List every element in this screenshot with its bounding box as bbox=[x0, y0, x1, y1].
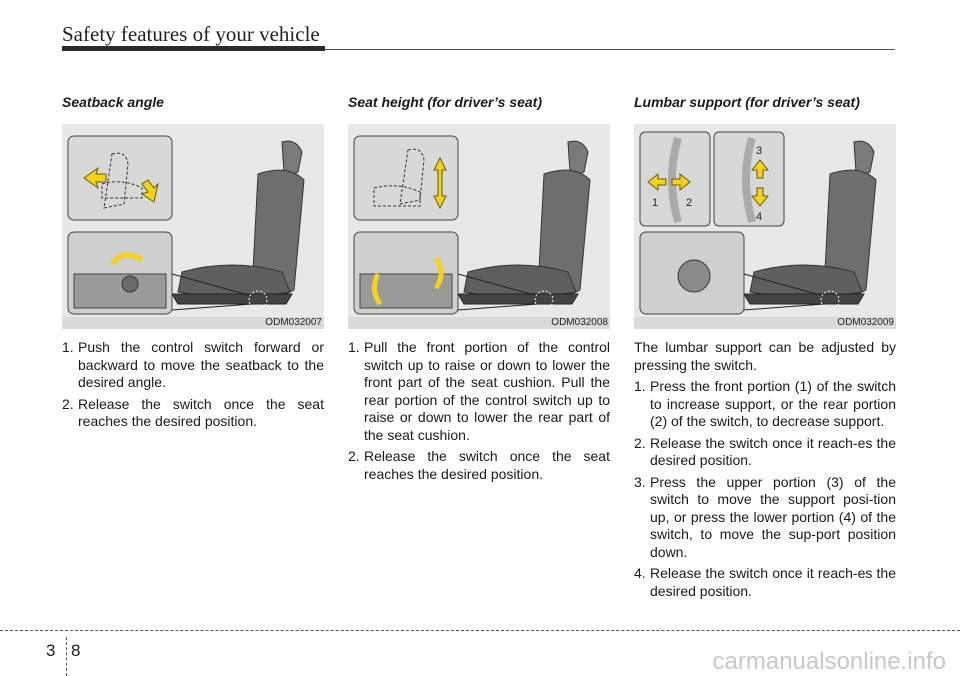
seat-illustration bbox=[67, 135, 305, 315]
header-rule-thin bbox=[325, 49, 895, 50]
section-body: The lumbar support can be adjusted by pr… bbox=[634, 339, 896, 600]
section-seatback-angle: Seatback angle ODM032007 1. bbox=[62, 94, 324, 435]
step-item: 1. Press the front portion (1) of the sw… bbox=[634, 378, 896, 429]
header-rule-thick bbox=[62, 46, 325, 51]
section-body: 1. Pull the front portion of the control… bbox=[348, 339, 610, 483]
seat-illustration: 1 2 3 4 bbox=[639, 131, 877, 315]
figure-seatback-angle: ODM032007 bbox=[62, 124, 324, 329]
section-intro: The lumbar support can be adjusted by pr… bbox=[634, 339, 896, 373]
figure-code: ODM032009 bbox=[837, 317, 894, 328]
step-item: 4. Release the switch once it reach-es t… bbox=[634, 565, 896, 599]
page-number: 8 bbox=[71, 641, 81, 660]
lumbar-label-2: 2 bbox=[686, 197, 692, 209]
footer-divider bbox=[66, 637, 67, 676]
step-item: 2. Release the switch once it reach-es t… bbox=[634, 434, 896, 469]
section-seat-height: Seat height (for driver’s seat) ODM03200… bbox=[348, 94, 610, 487]
lumbar-label-3: 3 bbox=[756, 145, 762, 157]
figure-seat-height: ODM032008 bbox=[348, 124, 610, 329]
lumbar-label-1: 1 bbox=[652, 197, 658, 209]
chapter-number: 3 bbox=[46, 641, 56, 660]
step-item: 2. Release the switch once the seat reac… bbox=[62, 395, 324, 430]
footer-rule bbox=[0, 630, 960, 631]
figure-lumbar-support: 1 2 3 4 ODM032009 bbox=[634, 124, 896, 329]
page-header-title: Safety features of your vehicle bbox=[62, 22, 320, 46]
step-item: 2. Release the switch once the seat reac… bbox=[348, 448, 610, 482]
section-body: 1. Push the control switch forward or ba… bbox=[62, 339, 324, 431]
section-title: Seatback angle bbox=[62, 94, 164, 110]
section-lumbar-support: Lumbar support (for driver’s seat) 1 2 3… bbox=[634, 94, 896, 604]
step-item: 3. Press the upper portion (3) of the sw… bbox=[634, 473, 896, 560]
step-item: 1. Push the control switch forward or ba… bbox=[62, 339, 324, 390]
step-item: 1. Pull the front portion of the control… bbox=[348, 339, 610, 443]
section-title: Lumbar support (for driver’s seat) bbox=[634, 94, 860, 110]
figure-code: ODM032008 bbox=[551, 317, 608, 328]
seat-illustration bbox=[353, 135, 591, 315]
lumbar-label-4: 4 bbox=[756, 211, 762, 223]
figure-code: ODM032007 bbox=[265, 317, 322, 328]
section-title: Seat height (for driver’s seat) bbox=[348, 94, 542, 110]
watermark: carmanualsonline.info bbox=[712, 648, 946, 675]
